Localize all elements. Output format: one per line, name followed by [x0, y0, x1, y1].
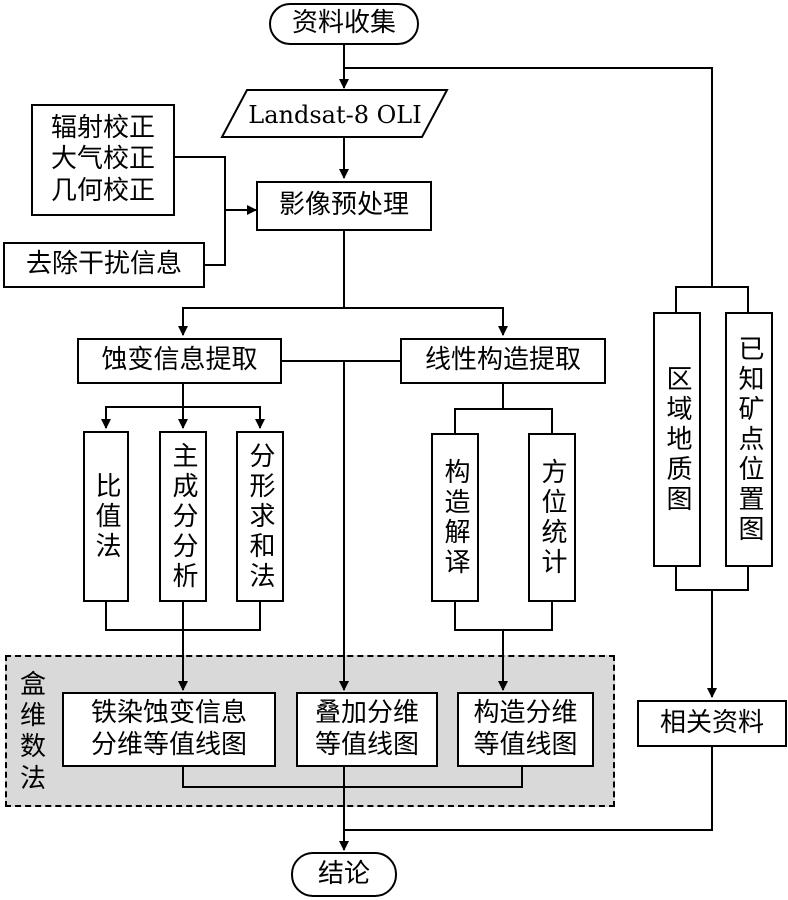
- node-remove-interference: 去除干扰信息: [3, 242, 205, 288]
- edge-split-left: [178, 307, 344, 336]
- node-azimuth-stats: 方位统计: [528, 433, 576, 602]
- node-preprocess: 影像预处理: [256, 181, 432, 231]
- edge-linear-split: [454, 408, 553, 433]
- node-fractal: 分形求和法: [236, 431, 284, 602]
- landsat-label: Landsat-8 OLI: [248, 101, 421, 129]
- node-structure-map: 构造分维 等值线图: [457, 692, 594, 767]
- edge-right-split: [675, 286, 749, 312]
- node-conclusion: 结论: [291, 852, 397, 897]
- node-fe-alteration-map: 铁染蚀变信息 分维等值线图: [62, 692, 276, 767]
- edge-right-join: [675, 567, 749, 591]
- node-ratio-method: 比值法: [83, 431, 129, 602]
- node-corrections: 辐射校正 大气校正 几何校正: [31, 104, 175, 216]
- node-pca: 主成分分析: [159, 431, 207, 602]
- node-regional-geology: 区域地质图: [653, 312, 701, 567]
- node-alteration-extract: 蚀变信息提取: [77, 338, 282, 384]
- edge-related-conclusion: [344, 747, 713, 831]
- node-related-data: 相关资料: [637, 700, 787, 747]
- box-dimension-label: 盒 维 数 法: [20, 670, 47, 794]
- node-structure-interp: 构造解译: [431, 433, 479, 602]
- node-known-deposits: 已知矿点位置图: [725, 312, 773, 567]
- edge-collect-right-branch: [344, 67, 713, 287]
- node-linear-extract: 线性构造提取: [400, 338, 606, 384]
- landsat-parallelogram: [220, 89, 449, 138]
- edge-linear-join: [454, 602, 553, 631]
- node-data-collection: 资料收集: [269, 3, 419, 45]
- edge-split-right: [344, 307, 508, 336]
- edge-maps-join: [182, 767, 523, 788]
- node-overlay-map: 叠加分维 等值线图: [296, 692, 438, 767]
